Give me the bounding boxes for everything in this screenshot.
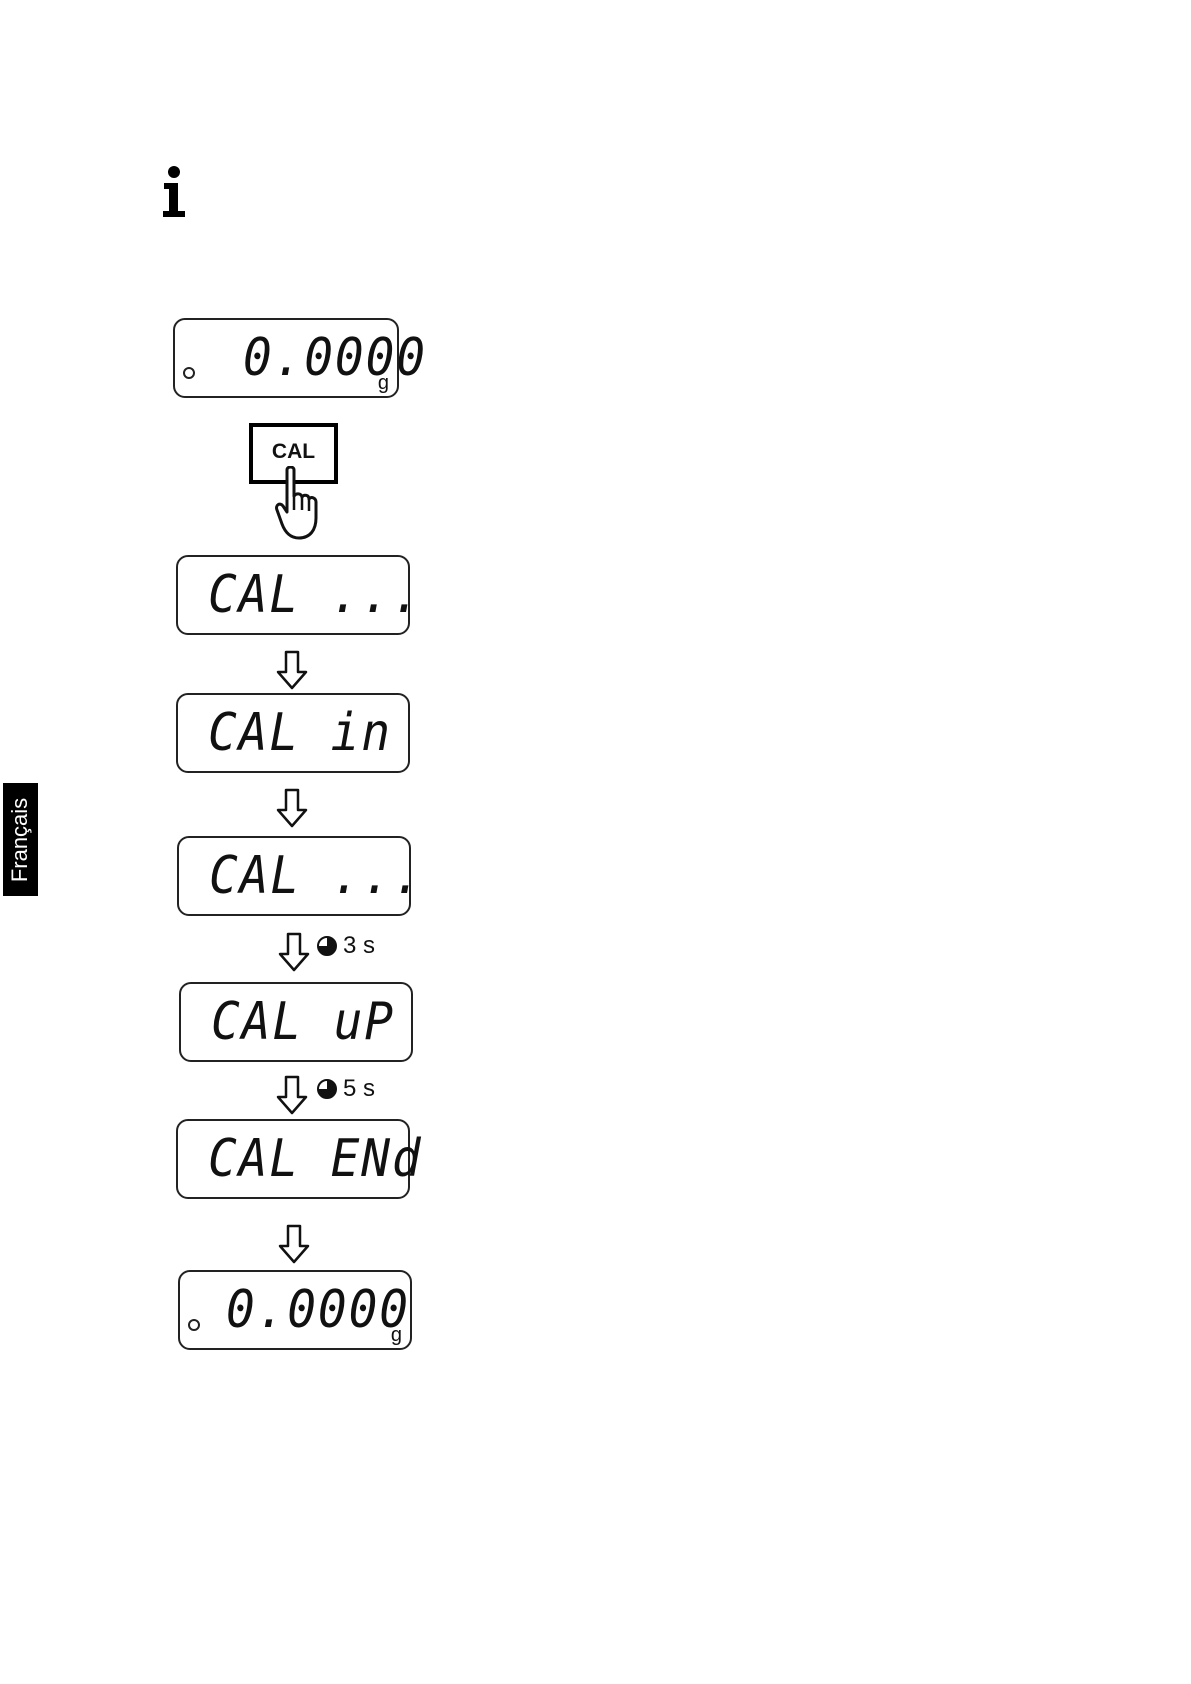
language-tab[interactable]: Français [3,783,38,896]
display-value: CAL in [208,701,392,765]
display-cal-in: CAL in [176,693,410,773]
cal-button-label: CAL [272,440,315,464]
stability-dot [183,367,195,379]
display-unit: g [391,1324,402,1346]
stability-dot [188,1319,200,1331]
down-arrow-icon [276,650,308,690]
clock-icon [316,935,338,957]
down-arrow-icon [276,1075,308,1115]
pointing-hand-icon [275,466,319,542]
down-arrow-icon [276,788,308,828]
wait-label: 3 s [343,932,375,960]
display-value: CAL ENd [208,1127,423,1191]
display-value: CAL uP [211,990,395,1054]
wait-label: 5 s [343,1075,375,1103]
display-final: 0.0000 g [178,1270,412,1350]
clock-icon [316,1078,338,1100]
language-tab-label: Français [8,797,34,881]
wait-indicator-2: 5 s [316,1075,375,1103]
down-arrow-icon [278,1224,310,1264]
wait-indicator-1: 3 s [316,932,375,960]
display-value: CAL ... [208,563,423,627]
display-value: 0.0000 [243,326,427,390]
display-cal-1: CAL ... [176,555,410,635]
display-cal-2: CAL ... [177,836,411,916]
display-unit: g [378,372,389,394]
display-start: 0.0000 g [173,318,399,398]
display-cal-up: CAL uP [179,982,413,1062]
display-value: CAL ... [209,844,424,908]
down-arrow-icon [278,932,310,972]
display-cal-end: CAL ENd [176,1119,410,1199]
display-value: 0.0000 [226,1278,410,1342]
info-icon [160,166,188,218]
